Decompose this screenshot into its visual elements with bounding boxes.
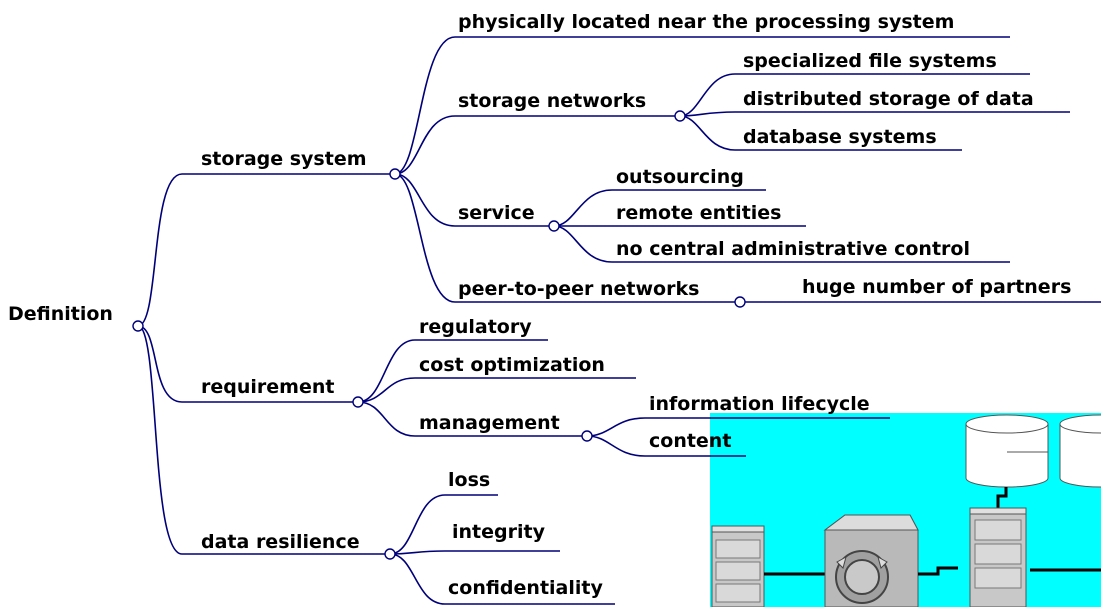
root-label: Definition (8, 303, 113, 325)
label-no-central-control: no central administrative control (616, 238, 970, 260)
label-data-resilience: data resilience (201, 531, 360, 553)
server-tower-icon (711, 525, 765, 607)
node-service (548, 220, 560, 232)
label-service: service (458, 202, 535, 224)
label-confidentiality: confidentiality (448, 577, 603, 599)
node-requirement (352, 396, 364, 408)
label-huge-number: huge number of partners (802, 276, 1072, 298)
label-remote-entities: remote entities (616, 202, 782, 224)
label-database-systems: database systems (743, 126, 937, 148)
node-storage-networks (674, 110, 686, 122)
disk-cylinder-icon (1059, 414, 1101, 488)
label-regulatory: regulatory (419, 316, 532, 338)
network-switch-icon (823, 514, 919, 607)
label-physically-located: physically located near the processing s… (458, 11, 955, 33)
label-cost-optimization: cost optimization (419, 354, 605, 376)
label-specialized-file-systems: specialized file systems (743, 50, 997, 72)
root-node (132, 320, 144, 332)
label-content: content (649, 430, 732, 452)
node-management (581, 430, 593, 442)
label-distributed-storage: distributed storage of data (743, 88, 1034, 110)
label-storage-networks: storage networks (458, 90, 647, 112)
label-p2p: peer-to-peer networks (458, 278, 700, 300)
server-tower-icon (969, 507, 1027, 607)
node-data-resilience (384, 548, 396, 560)
node-p2p (734, 296, 746, 308)
label-loss: loss (448, 469, 491, 491)
label-information-lifecycle: information lifecycle (649, 393, 870, 415)
label-management: management (419, 412, 560, 434)
label-outsourcing: outsourcing (616, 166, 744, 188)
disk-cylinder-icon (965, 414, 1049, 488)
label-requirement: requirement (201, 376, 335, 398)
label-storage-system: storage system (201, 148, 367, 170)
node-storage-system (389, 168, 401, 180)
label-integrity: integrity (452, 521, 545, 543)
